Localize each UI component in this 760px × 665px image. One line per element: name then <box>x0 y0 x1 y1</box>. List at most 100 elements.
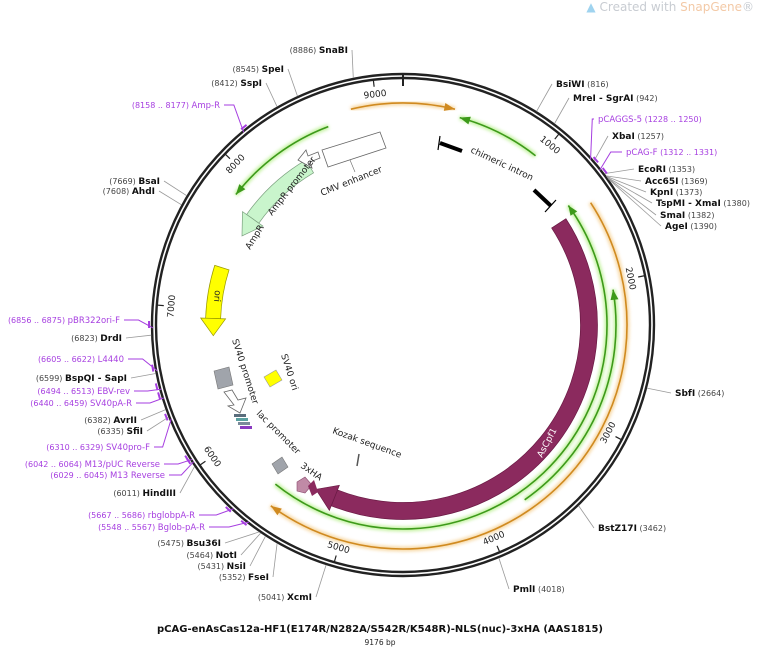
primer-label: (6856 .. 6875) pBR322ori-F <box>8 316 120 326</box>
orf-arc[interactable] <box>269 201 630 552</box>
restriction-site-label: PmlI (4018) <box>513 585 565 595</box>
orf-arc[interactable] <box>233 124 330 197</box>
restriction-site-label: (7669) BsaI <box>109 177 160 187</box>
restriction-site[interactable]: TspMI - XmaI (1380) <box>607 177 750 209</box>
site-leader-line <box>130 373 156 379</box>
sv40-ori-feature[interactable] <box>263 369 283 388</box>
primer-binding-site[interactable]: (6440 .. 6459) SV40pA-R <box>30 392 165 409</box>
restriction-site[interactable]: (6599) BspQI - SapI <box>36 373 156 384</box>
primer-binding-site[interactable]: pCAG-F (1312 .. 1331) <box>599 148 718 175</box>
tick-label: 1000 <box>537 135 561 157</box>
sv40-promoter-feature[interactable] <box>213 366 247 414</box>
restriction-site[interactable]: (8412) SspI <box>211 79 278 107</box>
site-leader-line <box>140 409 166 421</box>
site-leader-line <box>315 564 327 598</box>
restriction-site[interactable]: AgeI (1390) <box>607 178 717 232</box>
ori-feature[interactable] <box>199 264 230 337</box>
restriction-site[interactable]: (7608) AhdI <box>103 187 182 206</box>
orf-arrowhead-icon <box>270 505 282 516</box>
primer-binding-site[interactable]: (6494 .. 6513) EBV-rev <box>37 383 162 397</box>
site-leader-line <box>125 334 152 339</box>
restriction-site[interactable]: (6382) AvrII <box>84 409 166 426</box>
restriction-site[interactable]: (7669) BsaI <box>109 177 187 197</box>
tick-mark <box>496 545 501 553</box>
primer-label: (6494 .. 6513) EBV-rev <box>37 387 130 397</box>
tick-mark <box>554 133 560 140</box>
lac-promoter-feature[interactable] <box>271 456 289 475</box>
restriction-site-label: SbfI (2664) <box>675 389 724 399</box>
restriction-site[interactable]: PmlI (4018) <box>498 557 565 595</box>
restriction-site[interactable]: Acc65I (1369) <box>606 175 708 187</box>
site-leader-line <box>536 83 553 112</box>
ampr-promoter-feature[interactable] <box>297 149 321 169</box>
primer-arrow-icon <box>592 156 599 163</box>
restriction-site[interactable]: (5041) XcmI <box>258 564 327 603</box>
primer-binding-site[interactable]: (6042 .. 6064) M13/pUC Reverse <box>25 455 193 470</box>
primer-binding-site[interactable]: (6310 .. 6329) SV40pro-F <box>46 413 172 453</box>
primer-binding-site[interactable]: pCAGGS-5 (1228 .. 1250) <box>590 115 702 163</box>
primer-leader-line <box>169 461 195 476</box>
site-leader-line <box>604 168 635 175</box>
restriction-site-label: AgeI (1390) <box>665 222 717 232</box>
restriction-site[interactable]: (5475) Bsu36I <box>157 531 260 549</box>
restriction-site[interactable]: EcoRI (1353) <box>604 165 695 175</box>
primer-label: (5548 .. 5567) Bglob-pA-R <box>98 523 205 533</box>
tick-mark <box>199 460 206 466</box>
primer-binding-site[interactable]: (8158 .. 8177) Amp-R <box>132 101 248 133</box>
primer-binding-site[interactable]: (6605 .. 6622) L4440 <box>38 355 158 372</box>
restriction-site-label: (6823) DrdI <box>71 334 122 344</box>
tick-mark <box>156 304 164 307</box>
restriction-site[interactable]: (6011) HindIII <box>113 466 195 499</box>
primer-label: pCAG-F (1312 .. 1331) <box>626 148 717 158</box>
3xha-feature[interactable] <box>296 476 318 496</box>
orf-arc[interactable] <box>273 204 610 532</box>
primer-arrow-icon <box>185 457 192 465</box>
chimeric-intron-feature[interactable] <box>437 135 557 213</box>
orf-arc[interactable] <box>350 100 456 112</box>
orf-arrowhead-icon <box>459 116 471 125</box>
restriction-site-label: SmaI (1382) <box>660 211 714 221</box>
restriction-site-label: (6011) HindIII <box>113 489 176 499</box>
restriction-site-label: (8886) SnaBI <box>290 46 348 56</box>
primer-binding-site[interactable]: (6029 .. 6045) M13 Reverse <box>50 457 195 481</box>
annotation-labels: (8886) SnaBI (8545) SpeI(8412) SspI BsiWI … <box>8 46 750 603</box>
restriction-site[interactable]: (8545) SpeI <box>232 65 298 97</box>
ascpf1-feature[interactable] <box>315 218 598 520</box>
restriction-site[interactable]: KpnI (1373) <box>606 176 703 198</box>
restriction-site-label: MreI - SgrAI (942) <box>573 94 658 104</box>
restriction-site[interactable]: (5352) FseI <box>219 543 278 583</box>
site-leader-line <box>265 82 278 107</box>
orf-arc[interactable] <box>523 289 619 502</box>
restriction-site[interactable]: MreI - SgrAI (942) <box>554 94 658 124</box>
restriction-site[interactable]: (5431) NsiI <box>198 535 266 572</box>
restriction-site[interactable]: (8886) SnaBI <box>290 46 354 78</box>
primer-binding-site[interactable]: (5548 .. 5567) Bglob-pA-R <box>98 519 250 533</box>
restriction-site[interactable]: SbfI (2664) <box>646 387 724 399</box>
kozak-sequence-feature[interactable] <box>356 453 360 467</box>
orf-arc[interactable] <box>459 115 538 158</box>
restriction-site[interactable]: SmaI (1382) <box>607 177 714 221</box>
primer-leader-line <box>224 104 245 133</box>
site-leader-line <box>351 49 354 78</box>
primer-binding-site[interactable]: (5667 .. 5686) rbglobpA-R <box>88 506 234 521</box>
kozak-sequence-label: Kozak sequence <box>331 426 403 460</box>
restriction-site[interactable]: (6335) SfiI <box>97 416 169 437</box>
restriction-site[interactable]: (5464) NotI <box>186 532 262 561</box>
restriction-site[interactable]: XbaI (1257) <box>593 132 664 161</box>
feature-arrowhead-icon <box>199 317 227 337</box>
primer-binding-site[interactable]: (6856 .. 6875) pBR322ori-F <box>8 316 154 329</box>
primer-arrow-icon <box>164 413 169 421</box>
primer-arrow-icon <box>151 364 155 372</box>
restriction-site[interactable]: BsiWI (816) <box>536 80 609 112</box>
restriction-site[interactable]: BstZ17I (3462) <box>578 505 666 534</box>
site-leader-line <box>179 466 195 494</box>
cmv-enhancer-feature[interactable] <box>321 131 387 173</box>
feature-arrowhead-icon <box>241 210 264 237</box>
primer-leader-line <box>209 521 250 528</box>
restriction-site[interactable]: (6823) DrdI <box>71 334 152 344</box>
tick-mark <box>638 275 646 278</box>
tick-label: 6000 <box>201 445 222 470</box>
primer-label: (6029 .. 6045) M13 Reverse <box>50 471 165 481</box>
tick-mark <box>615 436 622 441</box>
